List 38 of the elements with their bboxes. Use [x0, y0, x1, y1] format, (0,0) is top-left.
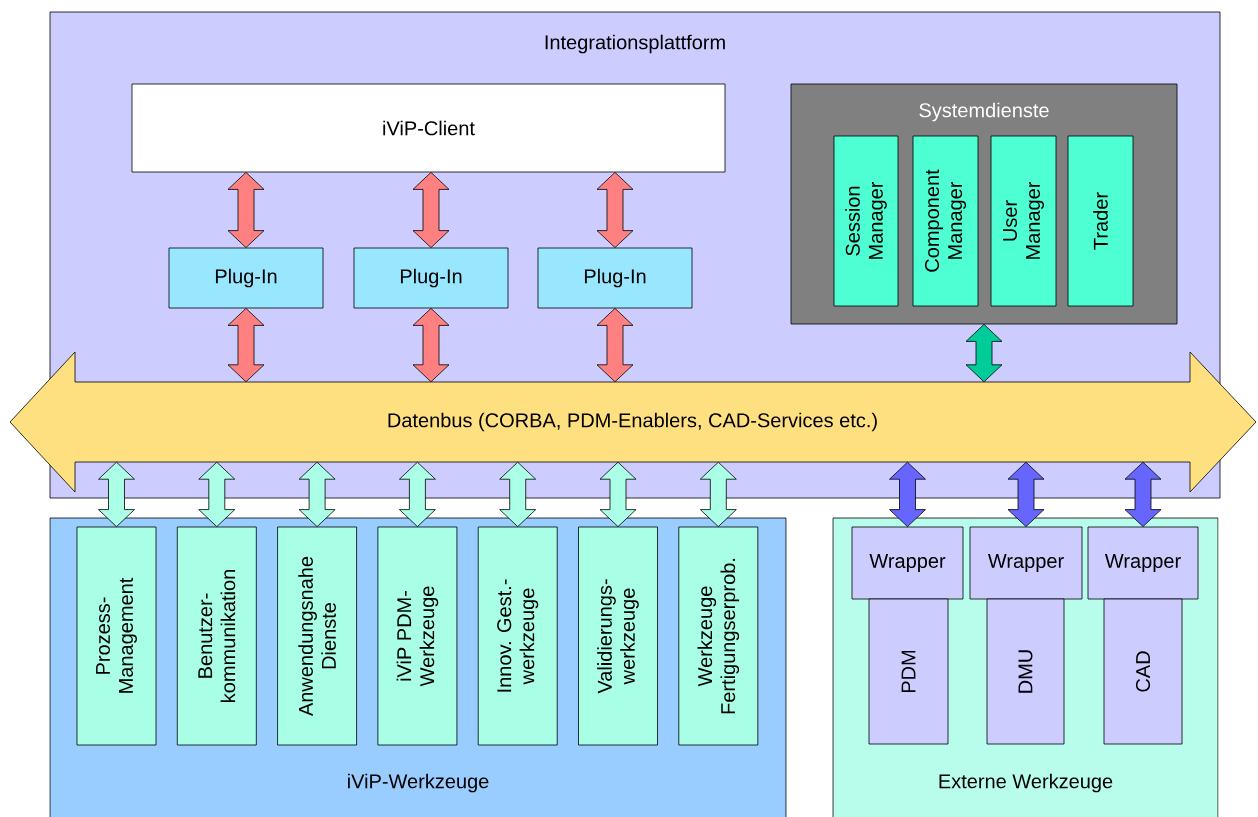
wrapper-box: Wrapper	[1087, 526, 1199, 600]
tool-box: Werkzeuge Fertigungserprob.	[678, 526, 759, 746]
double-arrow	[412, 172, 450, 248]
wrapper-box: Wrapper	[969, 526, 1083, 600]
plugin-box: Plug-In	[537, 247, 693, 309]
wrapper-box: Wrapper	[851, 526, 964, 600]
plugin-box: Plug-In	[168, 247, 324, 309]
double-arrow	[889, 461, 926, 527]
double-arrow	[227, 308, 265, 383]
double-arrow	[298, 461, 336, 527]
tool-box: Innov. Gest.- werkzeuge	[477, 526, 558, 746]
double-arrow	[412, 308, 450, 383]
double-arrow	[399, 461, 436, 527]
tool-box: Prozess- Management	[76, 526, 157, 746]
plugin-box: Plug-In	[353, 247, 509, 309]
double-arrow	[98, 461, 135, 527]
service-box: Session Manager	[833, 135, 899, 307]
external-tool-box: DMU	[986, 598, 1065, 745]
double-arrow	[1007, 461, 1045, 527]
double-arrow	[1124, 461, 1162, 527]
double-arrow	[596, 308, 634, 383]
external-tool-box: PDM	[868, 598, 949, 745]
service-box: User Manager	[990, 135, 1057, 307]
client-box: iViP-Client	[131, 83, 726, 173]
tool-box: Validierungs- werkzeuge	[578, 526, 658, 746]
external-tool-box: CAD	[1103, 598, 1183, 745]
double-arrow	[699, 461, 737, 527]
double-arrow	[227, 172, 265, 248]
tool-box: Anwendungsnahe Dienste	[277, 526, 357, 746]
double-arrow	[965, 324, 1003, 383]
double-arrow	[599, 461, 637, 527]
tool-box: iViP PDM- Werkzeuge	[377, 526, 458, 746]
double-arrow	[499, 461, 537, 527]
tool-box: Benutzer- kommunikation	[176, 526, 257, 746]
service-box: Component Manager	[912, 135, 979, 307]
double-arrow	[596, 172, 634, 248]
double-arrow	[198, 461, 236, 527]
service-box: Trader	[1067, 135, 1134, 307]
